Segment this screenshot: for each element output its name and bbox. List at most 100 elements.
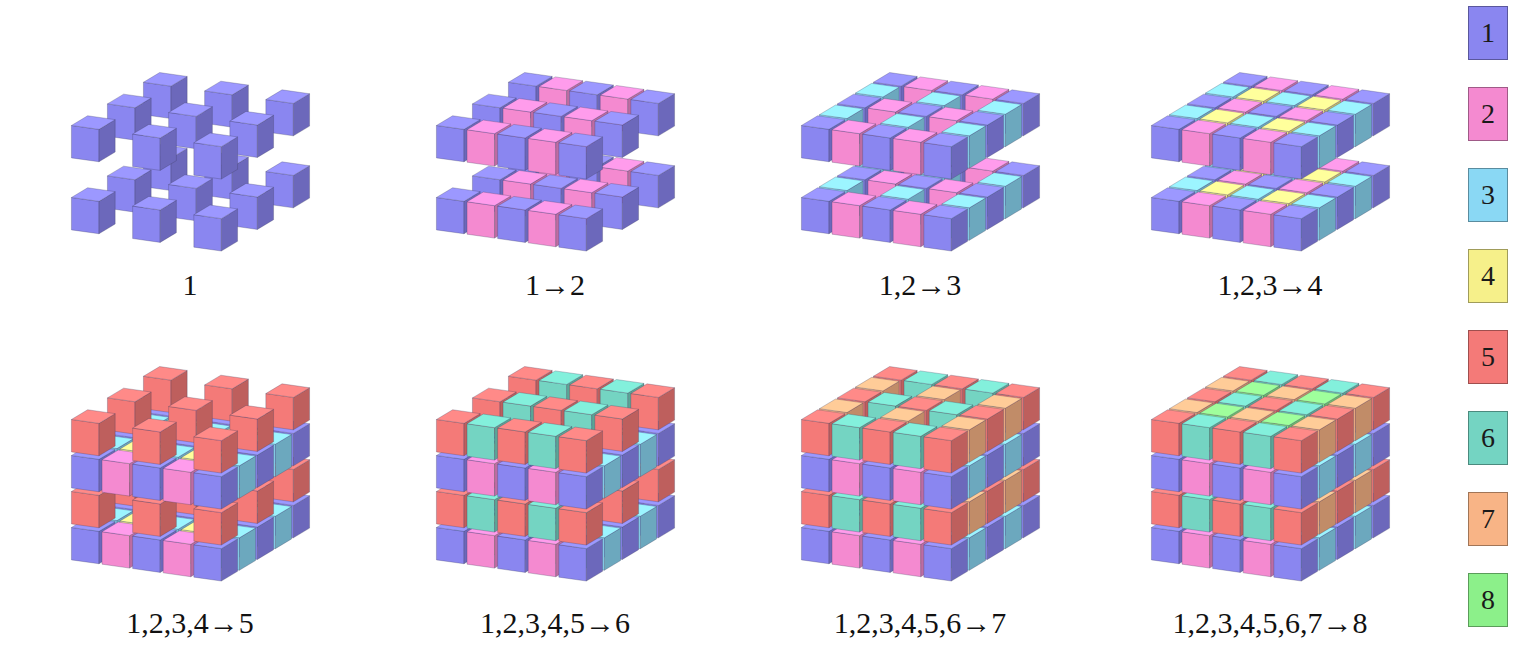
cube-face [467,460,495,496]
cube-face [942,416,986,430]
cube-face [559,215,587,251]
cube-face [1328,101,1372,115]
legend-swatch: 7 [1468,492,1508,546]
cube-face [71,491,99,527]
cube-face [1328,395,1372,409]
cube-face [266,90,310,104]
cube-face [163,540,191,576]
legend-number: 8 [1481,584,1495,616]
cube-face [917,386,961,400]
cube-face [1182,460,1210,496]
cube-face [960,405,1004,419]
cube-face [194,437,222,473]
stage-label: 1,2,3,4,5→6 [375,606,735,639]
cube-face [133,464,161,500]
cube-face [71,419,99,455]
cube-face [1243,504,1271,540]
cube [924,427,968,473]
cube-stack [71,367,309,581]
cube-face [133,134,161,170]
cube-face [1243,540,1271,576]
cube-face [1151,197,1179,233]
cube-face [436,491,464,527]
legend-swatch: 4 [1468,249,1508,303]
cube-face [194,143,222,179]
cube-face [107,94,151,108]
cube-face [942,122,986,136]
legend-number: 1 [1481,17,1495,49]
cube-face [194,215,222,251]
cube-face [832,130,860,166]
cube-face [881,408,925,422]
cube-face [498,536,526,572]
cube-face [863,536,891,572]
cube-face [230,111,274,125]
cube-face [801,125,829,161]
cube-stack [1151,367,1389,581]
cube-face [498,134,526,170]
cube-stack [436,367,674,581]
cube-face [924,133,968,147]
stage-label: 1,2→3 [740,268,1100,301]
cube [133,418,177,464]
cube-face [559,427,603,441]
cube-face [819,399,863,413]
cube-face [1243,138,1271,174]
cube-face [1182,202,1210,238]
stage-label: 1,2,3,4→5 [10,606,370,639]
cube-face [1346,384,1390,398]
cube-face [498,206,526,242]
cube [133,124,177,170]
cube-face [133,500,161,536]
cube-face [1213,536,1241,572]
cube-face [169,397,213,411]
cube [924,133,968,179]
cube-face [71,410,115,424]
cube-face [1292,194,1336,208]
cube-face [194,133,238,147]
cube-face [924,545,952,581]
cube-face [863,500,891,536]
cube-face [855,377,899,391]
legend-swatch: 3 [1468,168,1508,222]
cube-face [863,134,891,170]
cube-face [1182,532,1210,568]
cube-face [881,186,925,200]
cube-face [863,206,891,242]
cube-face [924,143,952,179]
cube-face [528,210,556,246]
cube-face [1292,122,1336,136]
cube-face [1346,162,1390,176]
cube-face [467,532,495,568]
cube-face [1274,545,1302,581]
legend-swatch: 8 [1468,573,1508,627]
cube-face [559,473,587,509]
cube-face [498,428,526,464]
stage-label: 1,2,3→4 [1090,268,1450,301]
cube-face [498,500,526,536]
cube-face [133,418,177,432]
cube-face [528,138,556,174]
legend-number: 6 [1481,422,1495,454]
cube-face [881,114,925,128]
cube [924,205,968,251]
cube-face [133,124,177,138]
cube-face [1274,473,1302,509]
cube-face [996,90,1040,104]
cube-stack [801,367,1039,581]
cube-face [924,473,952,509]
cube-face [194,509,222,545]
cube [71,188,115,234]
cube-face [71,188,115,202]
cube-face [960,111,1004,125]
cube-face [832,202,860,238]
cube-face [1213,464,1241,500]
legend-swatch: 6 [1468,411,1508,465]
cube-face [924,215,952,251]
cube-face [266,162,310,176]
cube-face [1328,173,1372,187]
cube-face [1151,419,1179,455]
cube-face [863,428,891,464]
cube-face [863,464,891,500]
cube-face [917,92,961,106]
